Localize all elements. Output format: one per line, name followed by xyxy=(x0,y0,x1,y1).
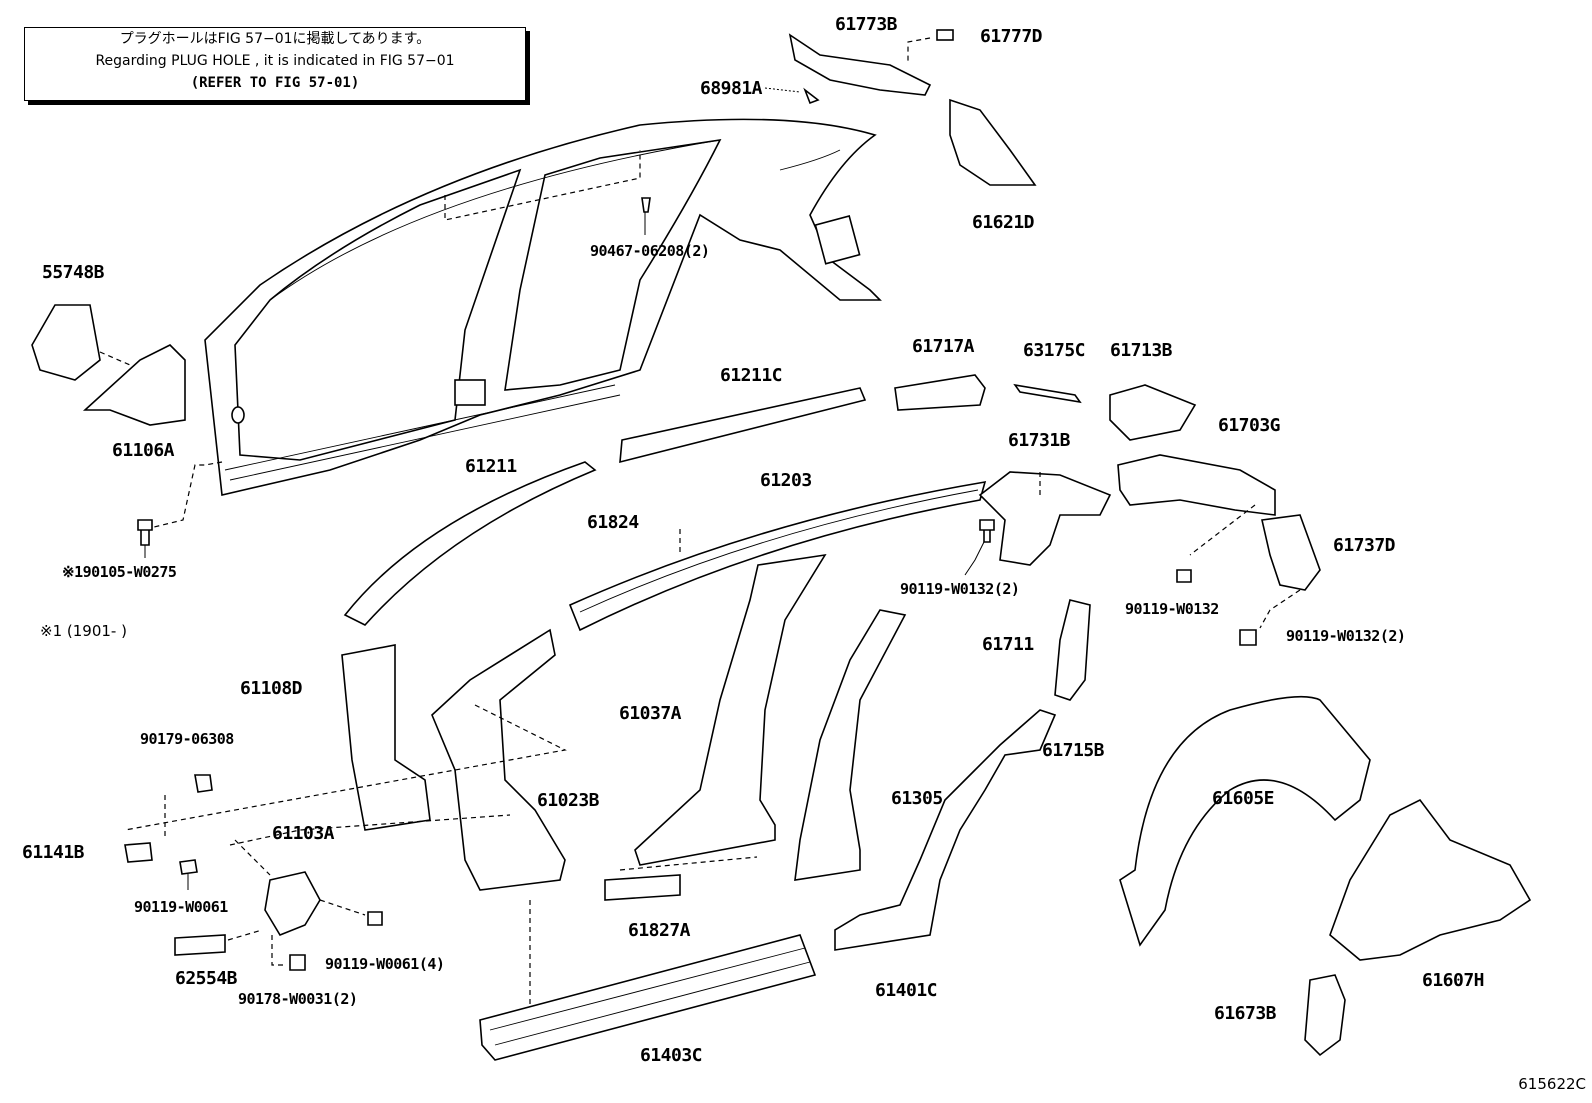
part-label-61673B[interactable]: 61673B xyxy=(1214,1003,1277,1024)
part-label-68981A[interactable]: 68981A xyxy=(700,78,763,99)
part-label-61403C[interactable]: 61403C xyxy=(640,1045,703,1066)
part-61141B xyxy=(124,842,153,863)
part-label-61715B[interactable]: 61715B xyxy=(1042,740,1105,761)
wheelhouse-61607H xyxy=(1329,798,1532,961)
pillar-61305 xyxy=(794,609,907,881)
figure-code: 615622C xyxy=(1518,1075,1586,1093)
part-label-61037A[interactable]: 61037A xyxy=(619,703,682,724)
pillar-61108D xyxy=(341,644,431,831)
part-label-61607H[interactable]: 61607H xyxy=(1422,970,1485,991)
part-label-61717A[interactable]: 61717A xyxy=(912,336,975,357)
footnote-range: ※1 (1901- ) xyxy=(40,622,127,640)
wheelhouse-61605E xyxy=(1119,695,1371,947)
plug-90178 xyxy=(289,954,306,971)
part-label-90119-W0132-2-a[interactable]: 90119-W0132(2) xyxy=(900,580,1020,598)
plug-hole-notice: プラグホールはFIG 57−01に掲載してあります。 Regarding PLU… xyxy=(24,27,526,101)
part-label-61305[interactable]: 61305 xyxy=(891,788,943,809)
part-label-61713B[interactable]: 61713B xyxy=(1110,340,1173,361)
part-label-61023B[interactable]: 61023B xyxy=(537,790,600,811)
part-label-61773B[interactable]: 61773B xyxy=(835,14,898,35)
pillar-61023B xyxy=(431,628,566,891)
part-61713B xyxy=(1109,384,1197,441)
part-label-61401C[interactable]: 61401C xyxy=(875,980,938,1001)
part-label-90119-W0061-4[interactable]: 90119-W0061(4) xyxy=(325,955,445,973)
part-label-61824[interactable]: 61824 xyxy=(587,512,639,533)
part-61715B-61401C xyxy=(834,709,1057,951)
part-label-61777D[interactable]: 61777D xyxy=(980,26,1043,47)
clip-90179 xyxy=(194,774,213,793)
part-label-61108D[interactable]: 61108D xyxy=(240,678,303,699)
part-label-90119-W0132-2-b[interactable]: 90119-W0132(2) xyxy=(1286,627,1406,645)
notice-line-jp: プラグホールはFIG 57−01に掲載してあります。 xyxy=(119,31,431,47)
roof-rail-inner-61211C xyxy=(619,387,867,464)
pad-62554B xyxy=(174,934,226,956)
roof-rail-61203 xyxy=(568,481,987,632)
pad-61827A xyxy=(604,874,681,901)
part-61103A xyxy=(264,871,321,936)
part-label-61106A[interactable]: 61106A xyxy=(112,440,175,461)
part-61773B xyxy=(788,33,932,96)
part-61737D xyxy=(1261,514,1321,591)
part-label-90119-W0132[interactable]: 90119-W0132 xyxy=(1125,600,1219,618)
part-61621D xyxy=(949,98,1037,186)
part-63175C xyxy=(1013,383,1082,404)
part-61731B xyxy=(978,471,1112,566)
part-label-61141B[interactable]: 61141B xyxy=(22,842,85,863)
part-label-90467-06208[interactable]: 90467-06208(2) xyxy=(590,242,710,260)
part-label-90179-06308[interactable]: 90179-06308 xyxy=(140,730,234,748)
bracket-55748B xyxy=(31,304,101,381)
part-label-61827A[interactable]: 61827A xyxy=(628,920,691,941)
part-label-61103A[interactable]: 61103A xyxy=(272,823,335,844)
part-label-61203[interactable]: 61203 xyxy=(760,470,812,491)
part-61703G xyxy=(1117,454,1276,516)
part-label-61737D[interactable]: 61737D xyxy=(1333,535,1396,556)
part-label-90105-W0275[interactable]: ※190105-W0275 xyxy=(62,563,177,581)
part-label-55748B[interactable]: 55748B xyxy=(42,262,105,283)
part-label-61211C[interactable]: 61211C xyxy=(720,365,783,386)
roof-rail-61211 xyxy=(343,461,597,626)
part-61673B xyxy=(1304,974,1346,1057)
notice-line-ref: (REFER TO FIG 57-01) xyxy=(190,75,360,91)
part-label-61621D[interactable]: 61621D xyxy=(972,212,1035,233)
rocker-61403C xyxy=(479,934,817,1061)
part-label-61731B[interactable]: 61731B xyxy=(1008,430,1071,451)
part-61711 xyxy=(1054,599,1091,701)
bracket-61106A xyxy=(82,344,186,426)
pillar-61037A xyxy=(634,553,827,866)
part-label-61703G[interactable]: 61703G xyxy=(1218,415,1281,436)
notice-line-en: Regarding PLUG HOLE , it is indicated in… xyxy=(95,53,455,69)
part-label-61211[interactable]: 61211 xyxy=(465,456,517,477)
body-side-outer-panel xyxy=(204,118,882,496)
part-61717A xyxy=(894,374,986,411)
part-label-63175C[interactable]: 63175C xyxy=(1023,340,1086,361)
part-label-90178-W0031[interactable]: 90178-W0031(2) xyxy=(238,990,358,1008)
part-label-62554B[interactable]: 62554B xyxy=(175,968,238,989)
part-61777D xyxy=(936,29,954,41)
part-label-90119-W0061[interactable]: 90119-W0061 xyxy=(134,898,228,916)
part-label-61711[interactable]: 61711 xyxy=(982,634,1034,655)
part-label-61605E[interactable]: 61605E xyxy=(1212,788,1275,809)
